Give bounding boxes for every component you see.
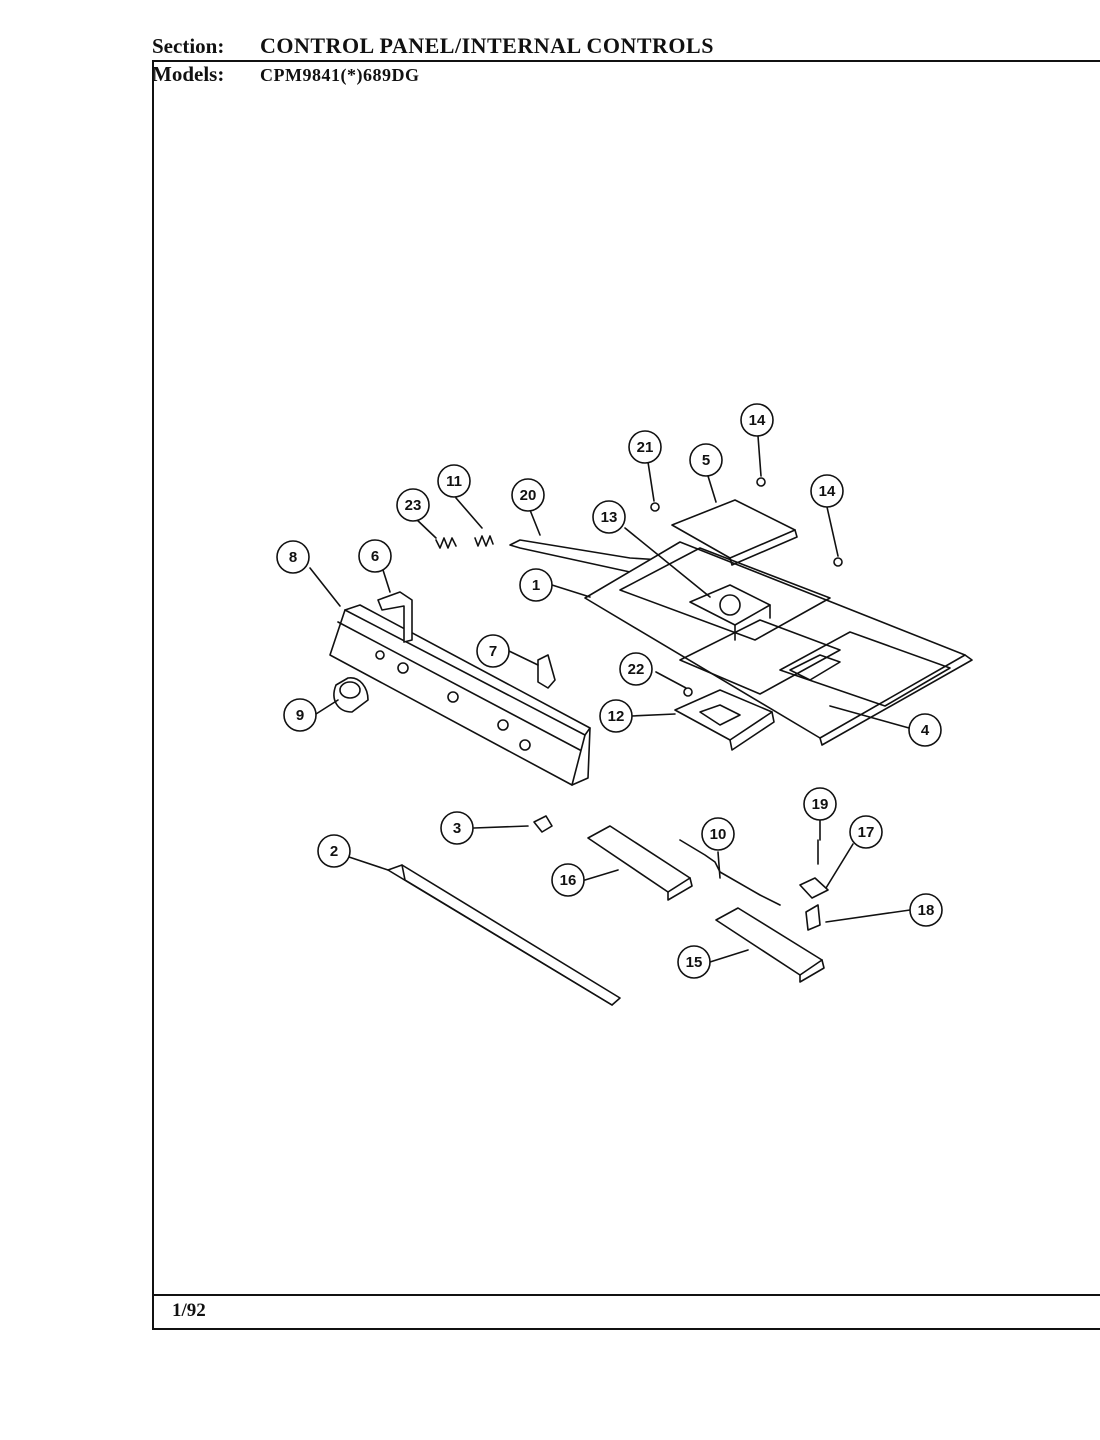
callout-label: 15 bbox=[686, 954, 703, 971]
spring-parts bbox=[435, 535, 494, 549]
switch-part bbox=[689, 584, 771, 641]
knob-part bbox=[333, 677, 369, 713]
callout-14b: 14 bbox=[810, 474, 844, 508]
callout-14a: 14 bbox=[740, 403, 774, 437]
callout-label: 6 bbox=[371, 548, 379, 565]
callout-label: 12 bbox=[608, 708, 625, 725]
callout-label: 14 bbox=[819, 483, 836, 500]
element-part bbox=[799, 877, 829, 931]
page-frame bbox=[152, 60, 1100, 1330]
callout-21: 21 bbox=[628, 430, 662, 464]
callout-17: 17 bbox=[849, 815, 883, 849]
callout-label: 19 bbox=[812, 796, 829, 813]
callout-13: 13 bbox=[592, 500, 626, 534]
models-row: Models: CPM9841(*)689DG bbox=[152, 62, 419, 87]
cover-plate-part bbox=[671, 499, 798, 566]
callout-7: 7 bbox=[476, 634, 510, 668]
callout-11: 11 bbox=[437, 464, 471, 498]
callout-label: 4 bbox=[921, 722, 930, 739]
control-panel-part bbox=[329, 604, 591, 786]
callout-6: 6 bbox=[358, 539, 392, 573]
wire-harness-part bbox=[679, 839, 781, 906]
models-label: Models: bbox=[152, 62, 225, 86]
callout-label: 5 bbox=[702, 452, 710, 469]
callout-1: 1 bbox=[519, 568, 553, 602]
clip-part bbox=[537, 654, 556, 689]
section-row: Section: CONTROL PANEL/INTERNAL CONTROLS bbox=[152, 33, 714, 59]
callout-label: 11 bbox=[446, 473, 462, 490]
page-date: 1/92 bbox=[172, 1300, 206, 1321]
callout-16: 16 bbox=[551, 863, 585, 897]
callout-label: 21 bbox=[637, 439, 654, 456]
callout-3: 3 bbox=[440, 811, 474, 845]
footer-divider bbox=[152, 1294, 1100, 1296]
callout-8: 8 bbox=[276, 540, 310, 574]
callout-label: 8 bbox=[289, 549, 297, 566]
callout-2: 2 bbox=[317, 834, 351, 868]
section-label: Section: bbox=[152, 34, 225, 58]
callout-4: 4 bbox=[908, 713, 942, 747]
callout-label: 3 bbox=[453, 820, 461, 837]
callout-label: 10 bbox=[710, 826, 727, 843]
models-value: CPM9841(*)689DG bbox=[260, 65, 420, 85]
callout-label: 18 bbox=[918, 902, 935, 919]
section-title: CONTROL PANEL/INTERNAL CONTROLS bbox=[260, 33, 714, 58]
callout-20: 20 bbox=[511, 478, 545, 512]
callout-label: 2 bbox=[330, 843, 338, 860]
callout-label: 7 bbox=[489, 643, 497, 660]
callout-label: 22 bbox=[628, 661, 645, 678]
callout-label: 23 bbox=[405, 497, 422, 514]
base-plate-part bbox=[584, 541, 973, 746]
channel-part bbox=[587, 825, 693, 901]
callout-label: 20 bbox=[520, 487, 537, 504]
small-clip-part bbox=[533, 815, 553, 833]
callout-label: 16 bbox=[560, 872, 577, 889]
callout-10: 10 bbox=[701, 817, 735, 851]
leader-lines bbox=[309, 435, 911, 963]
callout-label: 17 bbox=[858, 824, 875, 841]
callout-9: 9 bbox=[283, 698, 317, 732]
callout-22: 22 bbox=[619, 652, 653, 686]
mount-bracket-part bbox=[674, 689, 775, 751]
callout-5: 5 bbox=[689, 443, 723, 477]
callout-label: 1 bbox=[532, 577, 540, 594]
callout-label: 9 bbox=[296, 707, 304, 724]
lower-rail-part bbox=[387, 864, 621, 1006]
callout-18: 18 bbox=[909, 893, 943, 927]
lower-channel-part bbox=[715, 907, 825, 983]
callout-label: 14 bbox=[749, 412, 766, 429]
callout-23: 23 bbox=[396, 488, 430, 522]
bracket-part bbox=[377, 591, 413, 643]
callout-15: 15 bbox=[677, 945, 711, 979]
callout-12: 12 bbox=[599, 699, 633, 733]
screw-parts bbox=[650, 477, 843, 865]
callout-19: 19 bbox=[803, 787, 837, 821]
callout-label: 13 bbox=[601, 509, 618, 526]
